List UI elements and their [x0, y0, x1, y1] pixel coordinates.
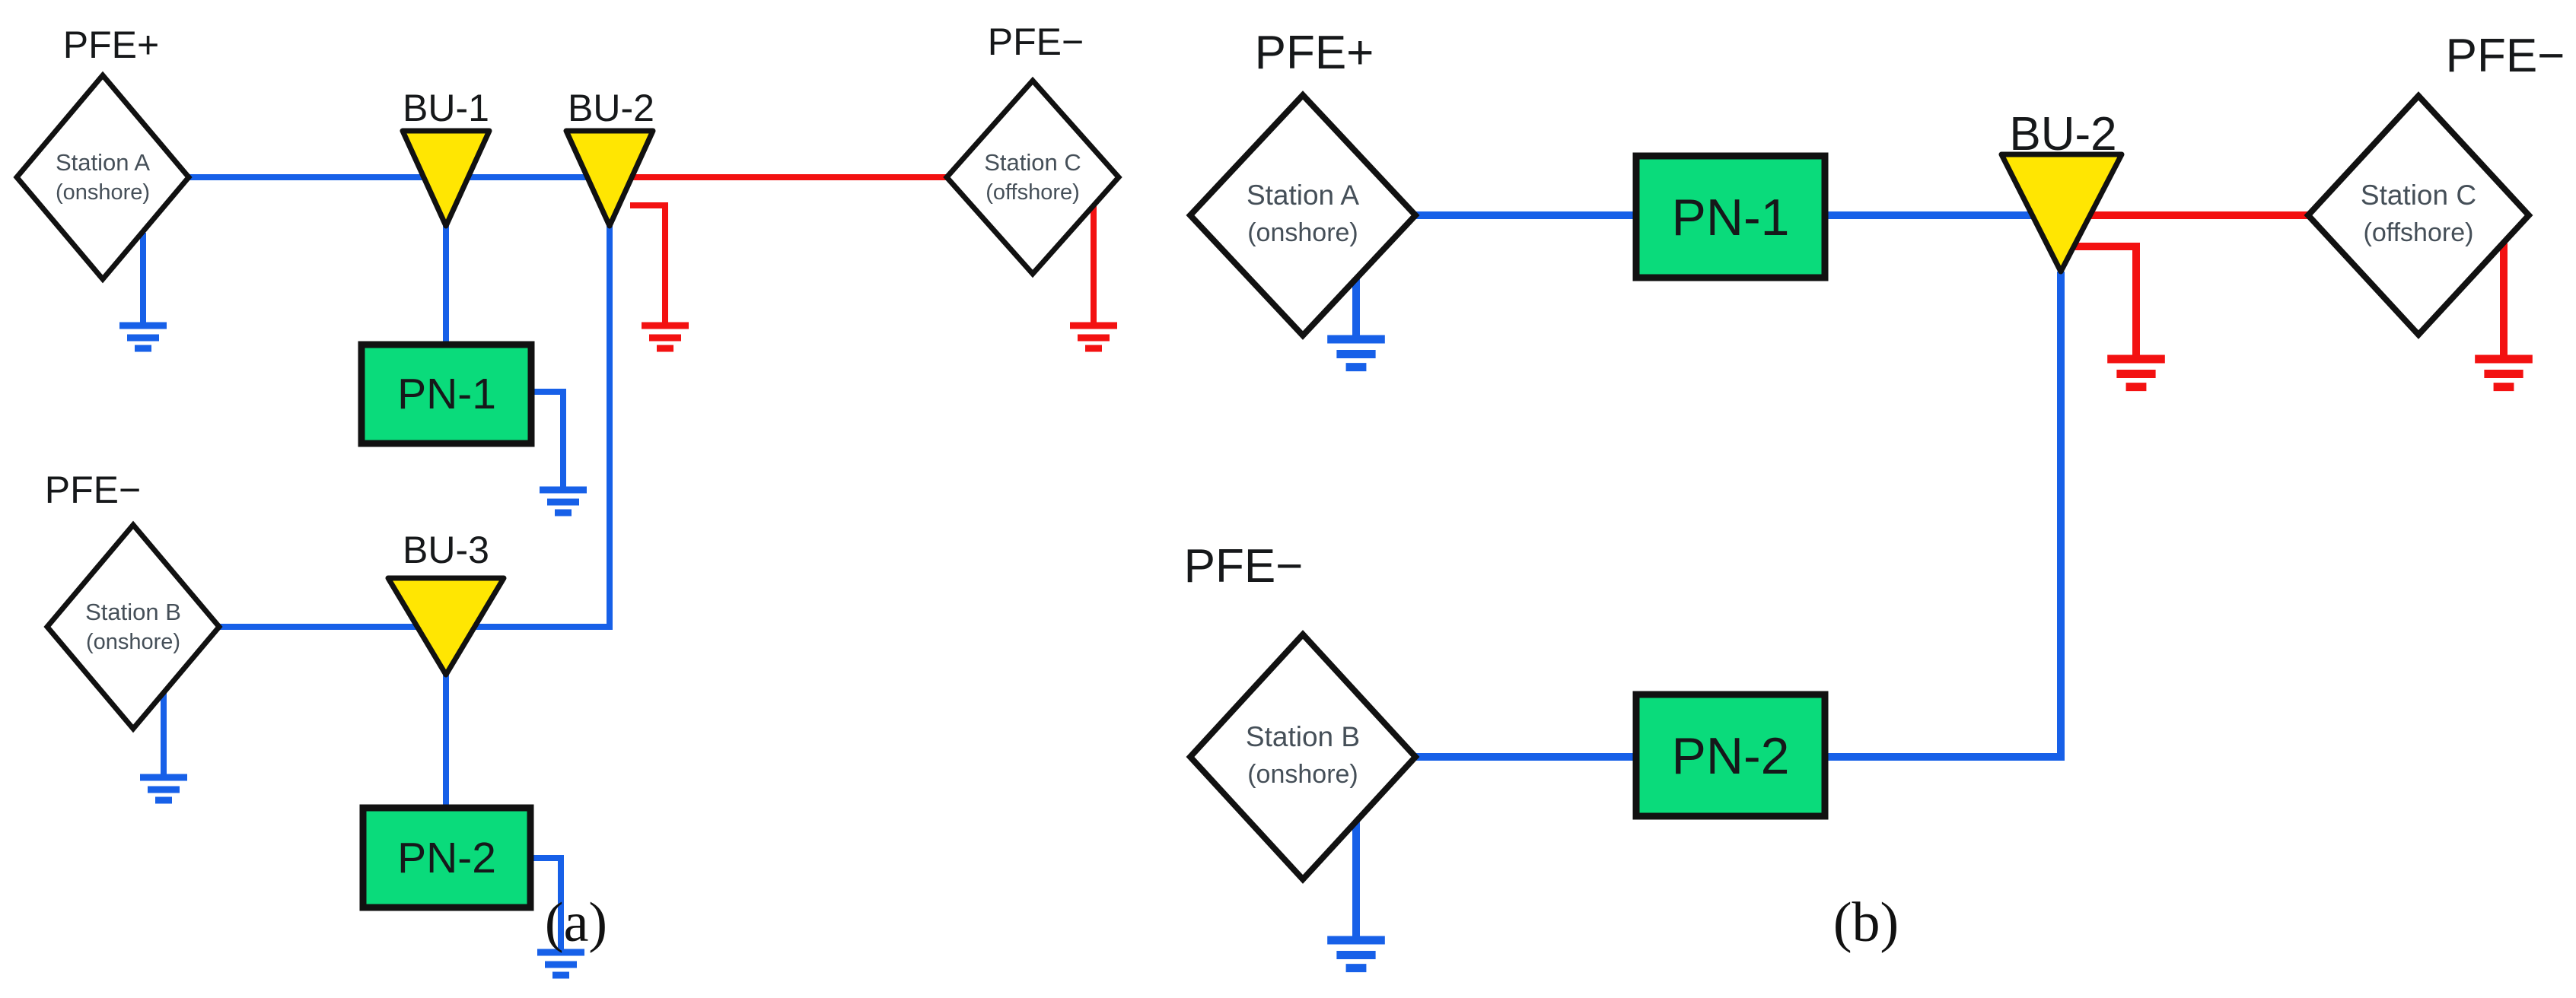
bu-2-triangle-panel-a: [563, 128, 656, 229]
pn-2-box-panel-a: [359, 804, 534, 911]
ground-stem-b-bu2: [2074, 243, 2140, 359]
ground-icon: [119, 326, 167, 348]
bu-3-label: BU-3: [403, 529, 489, 571]
station-c-diamond-panel-b: [2304, 91, 2533, 339]
ground-icon: [1327, 339, 1385, 367]
pfe-minus-label: PFE−: [2446, 30, 2565, 82]
pn-1-label: PN-1: [1672, 189, 1790, 246]
ground-icon: [2107, 359, 2165, 387]
pfe-minus-label: PFE−: [1184, 540, 1304, 593]
pn-1-box-panel-b: [1632, 152, 1829, 281]
ground-icon: [540, 490, 587, 513]
station-c-diamond-panel-a: [943, 76, 1122, 278]
station-a-diamond-panel-b: [1186, 91, 1420, 340]
bu-2-triangle-panel-b: [1998, 151, 2125, 275]
pfe-minus-label: PFE−: [988, 21, 1084, 63]
panel-b-caption: (b): [1833, 892, 1899, 954]
pn-2-label: PN-2: [1672, 727, 1790, 785]
bu-3-triangle: [385, 575, 507, 678]
ground-icon: [1327, 940, 1385, 968]
ground-icon: [642, 326, 689, 348]
station-name: Station A: [56, 149, 150, 176]
station-name: Station B: [1246, 721, 1360, 752]
pfe-plus-label: PFE+: [63, 24, 159, 66]
cable-a-bu2-to-stationB: [219, 226, 613, 630]
pn-2-box-panel-b: [1632, 691, 1829, 820]
pn-1-label: PN-1: [397, 370, 496, 418]
station-name: Station B: [85, 599, 181, 625]
panel-a-caption: (a): [545, 892, 607, 954]
bu-2-label: BU-2: [2009, 108, 2116, 161]
station-location: (offshore): [2364, 218, 2474, 247]
station-location: (onshore): [56, 180, 150, 205]
ground-icon: [1070, 326, 1117, 348]
station-name: Station C: [2361, 180, 2476, 211]
pfe-plus-label: PFE+: [1255, 27, 1374, 79]
ground-icon: [2475, 359, 2533, 387]
pn-2-label: PN-2: [397, 834, 496, 882]
bu-2-label: BU-2: [568, 87, 654, 129]
station-a-diamond-panel-a: [13, 71, 193, 284]
bu-1-triangle: [400, 128, 492, 229]
station-name: Station C: [984, 149, 1081, 176]
bu-1-label: BU-1: [403, 87, 489, 129]
ground-stem-a-bu2: [630, 202, 668, 326]
pn-1-box-panel-a: [358, 341, 535, 447]
ground-stem-a-pn1: [531, 389, 566, 490]
station-location: (onshore): [1247, 760, 1358, 789]
ground-icon: [140, 777, 187, 800]
station-name: Station A: [1247, 180, 1359, 211]
pfe-minus-label: PFE−: [45, 469, 141, 511]
station-location: (onshore): [1247, 218, 1358, 247]
station-b-diamond-panel-a: [43, 520, 223, 733]
ground-icon: [537, 952, 584, 975]
ground-stem-a-pn2: [530, 855, 564, 952]
station-b-diamond-panel-b: [1186, 630, 1420, 884]
station-location: (onshore): [86, 630, 180, 654]
cable-b-bu2-to-pn2: [1825, 272, 2065, 761]
station-location: (offshore): [986, 180, 1080, 205]
